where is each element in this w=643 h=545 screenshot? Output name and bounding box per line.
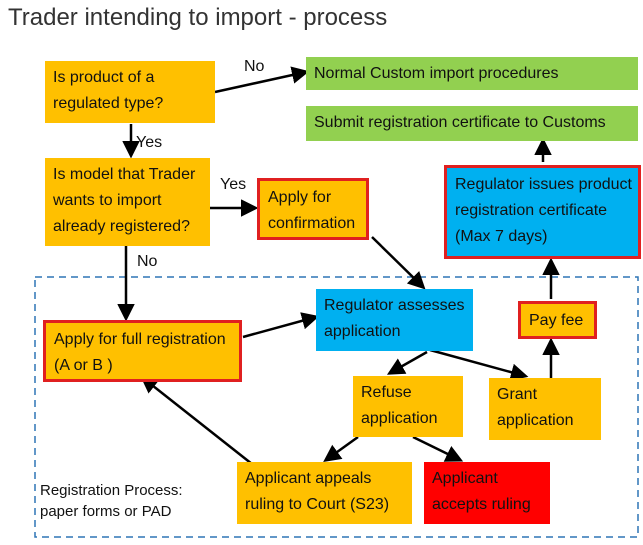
arrow-assess-to-refuse: [386, 350, 428, 375]
node-line: Applicant appeals: [245, 470, 372, 487]
node-line: application: [497, 412, 574, 429]
registration-process-region: [34, 276, 639, 538]
regulated-type-decision: Is product of a regulated type?: [45, 61, 215, 123]
node-line: Refuse: [361, 384, 412, 401]
submit-certificate-box: Submit registration certificate to Custo…: [306, 106, 638, 141]
edge-label-no-top: No: [244, 58, 265, 75]
node-line: accepts ruling: [432, 496, 531, 513]
node-line: Is product of a: [53, 69, 155, 86]
node-line: Is model that Trader: [53, 166, 196, 183]
node-line: Regulator assesses: [324, 297, 465, 314]
edge-label-no-down: No: [137, 253, 158, 270]
edge-label-yes-down: Yes: [136, 134, 163, 151]
arrow-regulated-to-normal: [214, 66, 310, 94]
arrow-refuse-to-appeals: [323, 435, 359, 463]
node-line: Apply for: [268, 189, 332, 206]
regulator-assesses-box: Regulator assesses application: [316, 289, 473, 351]
pay-fee-box: Pay fee: [518, 301, 597, 339]
applicant-appeals-box: Applicant appeals ruling to Court (S23): [237, 462, 412, 524]
arrow-full-to-assess: [242, 312, 320, 339]
arrow-refuse-to-accepts: [412, 435, 464, 462]
arrow-appeals-to-full: [140, 375, 253, 465]
edge-label-yes-right: Yes: [220, 176, 247, 193]
arrow-assess-to-grant: [429, 348, 529, 381]
node-line: registration certificate: [455, 202, 608, 219]
refuse-application-box: Refuse application: [353, 376, 463, 437]
apply-full-registration-box: Apply for full registration (A or B ): [43, 320, 242, 382]
node-line: Pay fee: [529, 312, 584, 329]
normal-custom-procedures-box: Normal Custom import procedures: [306, 57, 638, 90]
node-line: Regulator issues product: [455, 176, 632, 193]
node-line: Applicant: [432, 470, 498, 487]
node-line: Normal Custom import procedures: [314, 65, 559, 82]
region-label-line: paper forms or PAD: [40, 503, 172, 520]
node-line: already registered?: [53, 218, 190, 235]
node-line: Submit registration certificate to Custo…: [314, 114, 606, 131]
node-line: application: [361, 410, 438, 427]
applicant-accepts-box: Applicant accepts ruling: [424, 462, 550, 524]
node-line: (A or B ): [54, 357, 113, 374]
node-line: ruling to Court (S23): [245, 496, 390, 513]
grant-application-box: Grant application: [489, 378, 601, 440]
region-label-line: Registration Process:: [40, 482, 183, 499]
apply-confirmation-box: Apply for confirmation: [257, 178, 369, 240]
arrow-confirmation-to-assess: [371, 236, 426, 290]
node-line: (Max 7 days): [455, 228, 548, 245]
registration-process-label: Registration Process: paper forms or PAD: [40, 480, 183, 522]
node-line: confirmation: [268, 215, 356, 232]
model-registered-decision: Is model that Trader wants to import alr…: [45, 158, 210, 246]
node-line: Grant: [497, 386, 538, 403]
node-line: wants to import: [53, 192, 162, 209]
node-line: Apply for full registration: [54, 331, 226, 348]
node-line: regulated type?: [53, 95, 164, 112]
page-title: Trader intending to import - process: [8, 4, 388, 31]
node-line: application: [324, 323, 401, 340]
regulator-issues-certificate-box: Regulator issues product registration ce…: [444, 165, 641, 259]
